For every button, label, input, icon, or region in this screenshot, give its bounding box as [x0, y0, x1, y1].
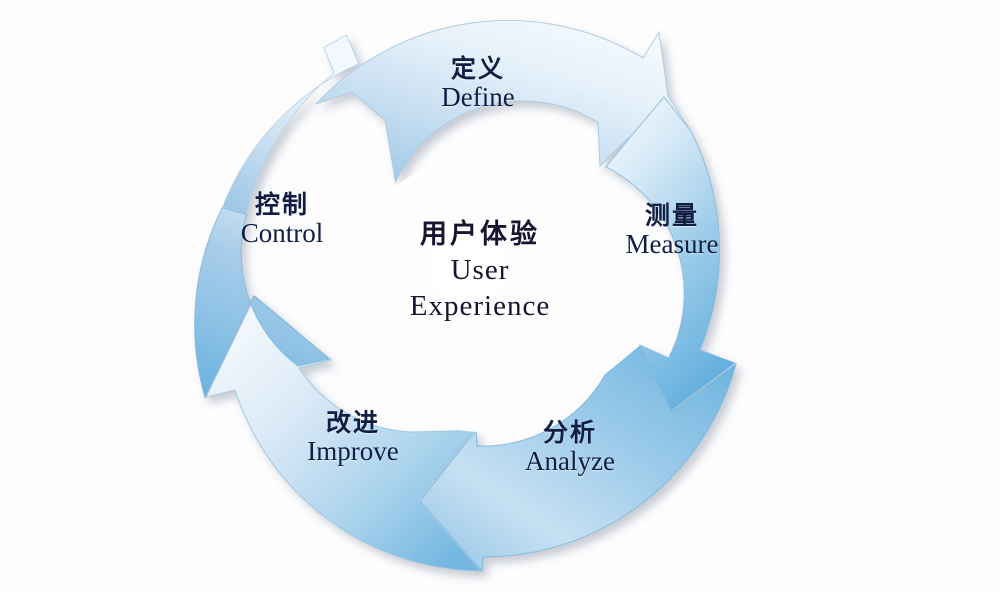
segment-arrow-define[interactable] [221, 34, 360, 216]
cycle-segments-group [194, 20, 737, 573]
segment-arrow-control[interactable] [194, 207, 332, 399]
segment-arrow-analyze[interactable] [419, 345, 737, 573]
segment-arrow-improve[interactable] [205, 295, 483, 572]
segment-arrow-measure[interactable] [605, 96, 736, 412]
cycle-hub [344, 156, 620, 432]
